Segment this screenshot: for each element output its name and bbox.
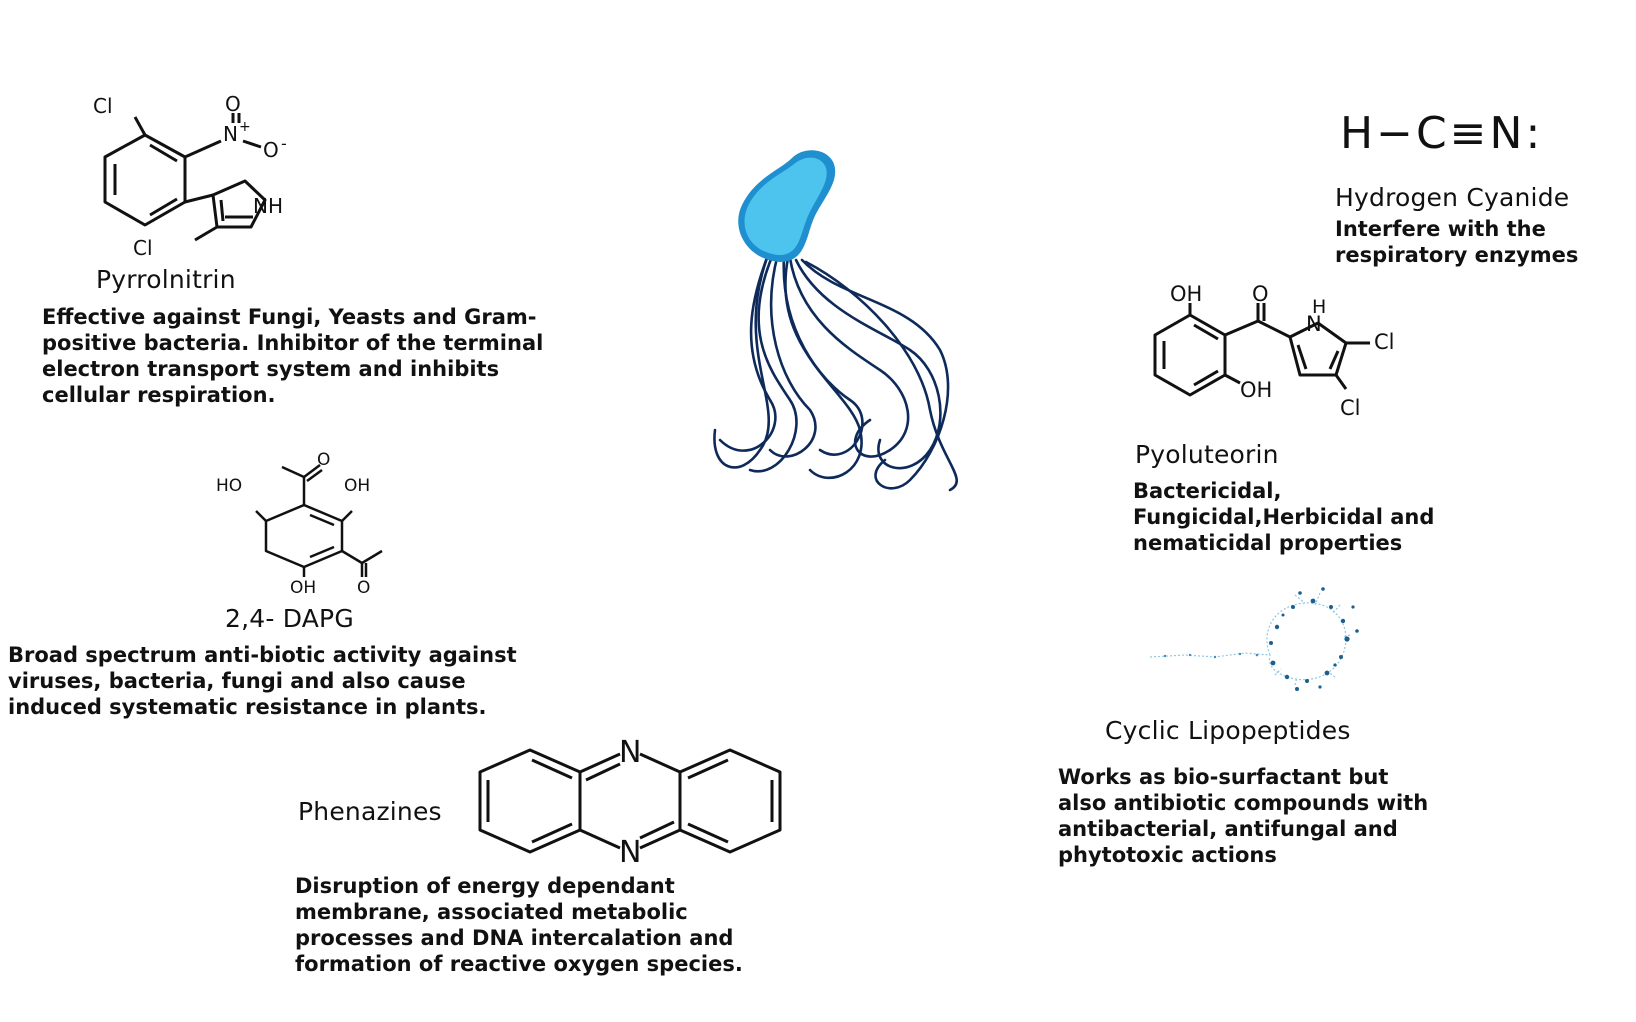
dapg-structure: O HO OH OH O xyxy=(216,450,383,598)
phenazines-description: Disruption of energy dependant membrane,… xyxy=(295,874,743,976)
dapg-name: 2,4- DAPG xyxy=(225,604,354,633)
pyrrolnitrin-description: Effective against Fungi, Yeasts and Gram… xyxy=(42,305,544,407)
pyoluteorin-oh-top-label: OH xyxy=(1170,282,1202,306)
pyrrolnitrin-minus-label: - xyxy=(281,134,287,153)
hydrogen-cyanide-description: Interfere with the respiratory enzymes xyxy=(1335,217,1579,267)
cyclic-lipopeptides-description: Works as bio-surfactant but also antibio… xyxy=(1058,765,1429,867)
dapg-oh-bottom-label: OH xyxy=(290,578,316,598)
bacterium-icon xyxy=(713,150,958,492)
dapg-ho-label: HO xyxy=(216,476,242,496)
pyoluteorin-cl-bottom-label: Cl xyxy=(1340,396,1361,420)
pyrrolnitrin-n-label: N xyxy=(223,122,238,146)
phenazines-structure: N N xyxy=(478,735,782,870)
pyoluteorin-o-top-label: O xyxy=(1252,282,1269,306)
pyrrolnitrin-o-top-label: O xyxy=(225,92,241,116)
dapg-oh-right-label: OH xyxy=(344,476,370,496)
dapg-o-bottom-label: O xyxy=(357,578,370,598)
pyoluteorin-cl-right-label: Cl xyxy=(1374,330,1395,354)
pyoluteorin-oh-bottom-label: OH xyxy=(1240,378,1272,402)
pyoluteorin-n-label: N xyxy=(1306,312,1322,336)
pyrrolnitrin-nh-label: NH xyxy=(253,194,283,218)
phenazines-n-top-label: N xyxy=(619,735,641,770)
phenazines-name: Phenazines xyxy=(298,797,442,826)
pyrrolnitrin-name: Pyrrolnitrin xyxy=(96,265,236,294)
pyoluteorin-structure: OH O H N Cl OH Cl xyxy=(1153,282,1395,420)
pyrrolnitrin-cl-top-label: Cl xyxy=(93,94,113,118)
pyrrolnitrin-cl-bottom-label: Cl xyxy=(133,236,153,260)
dapg-o-top-label: O xyxy=(317,450,330,470)
dapg-description: Broad spectrum anti-biotic activity agai… xyxy=(8,643,517,719)
pyrrolnitrin-plus-label: + xyxy=(239,119,251,135)
lipopeptide-molecule-icon xyxy=(1149,587,1359,691)
pyrrolnitrin-structure: Cl O N + O - NH Cl xyxy=(93,92,287,260)
pyoluteorin-name: Pyoluteorin xyxy=(1135,440,1279,469)
hydrogen-cyanide-name: Hydrogen Cyanide xyxy=(1335,183,1570,212)
pyoluteorin-description: Bactericidal, Fungicidal,Herbicidal and … xyxy=(1133,479,1435,555)
hydrogen-cyanide-formula: H−C≡N: xyxy=(1340,108,1544,159)
pyoluteorin-h-label: H xyxy=(1312,296,1326,318)
cyclic-lipopeptides-name: Cyclic Lipopeptides xyxy=(1105,716,1351,745)
pyrrolnitrin-o-minus-label: O xyxy=(263,138,279,162)
phenazines-n-bottom-label: N xyxy=(619,835,641,870)
